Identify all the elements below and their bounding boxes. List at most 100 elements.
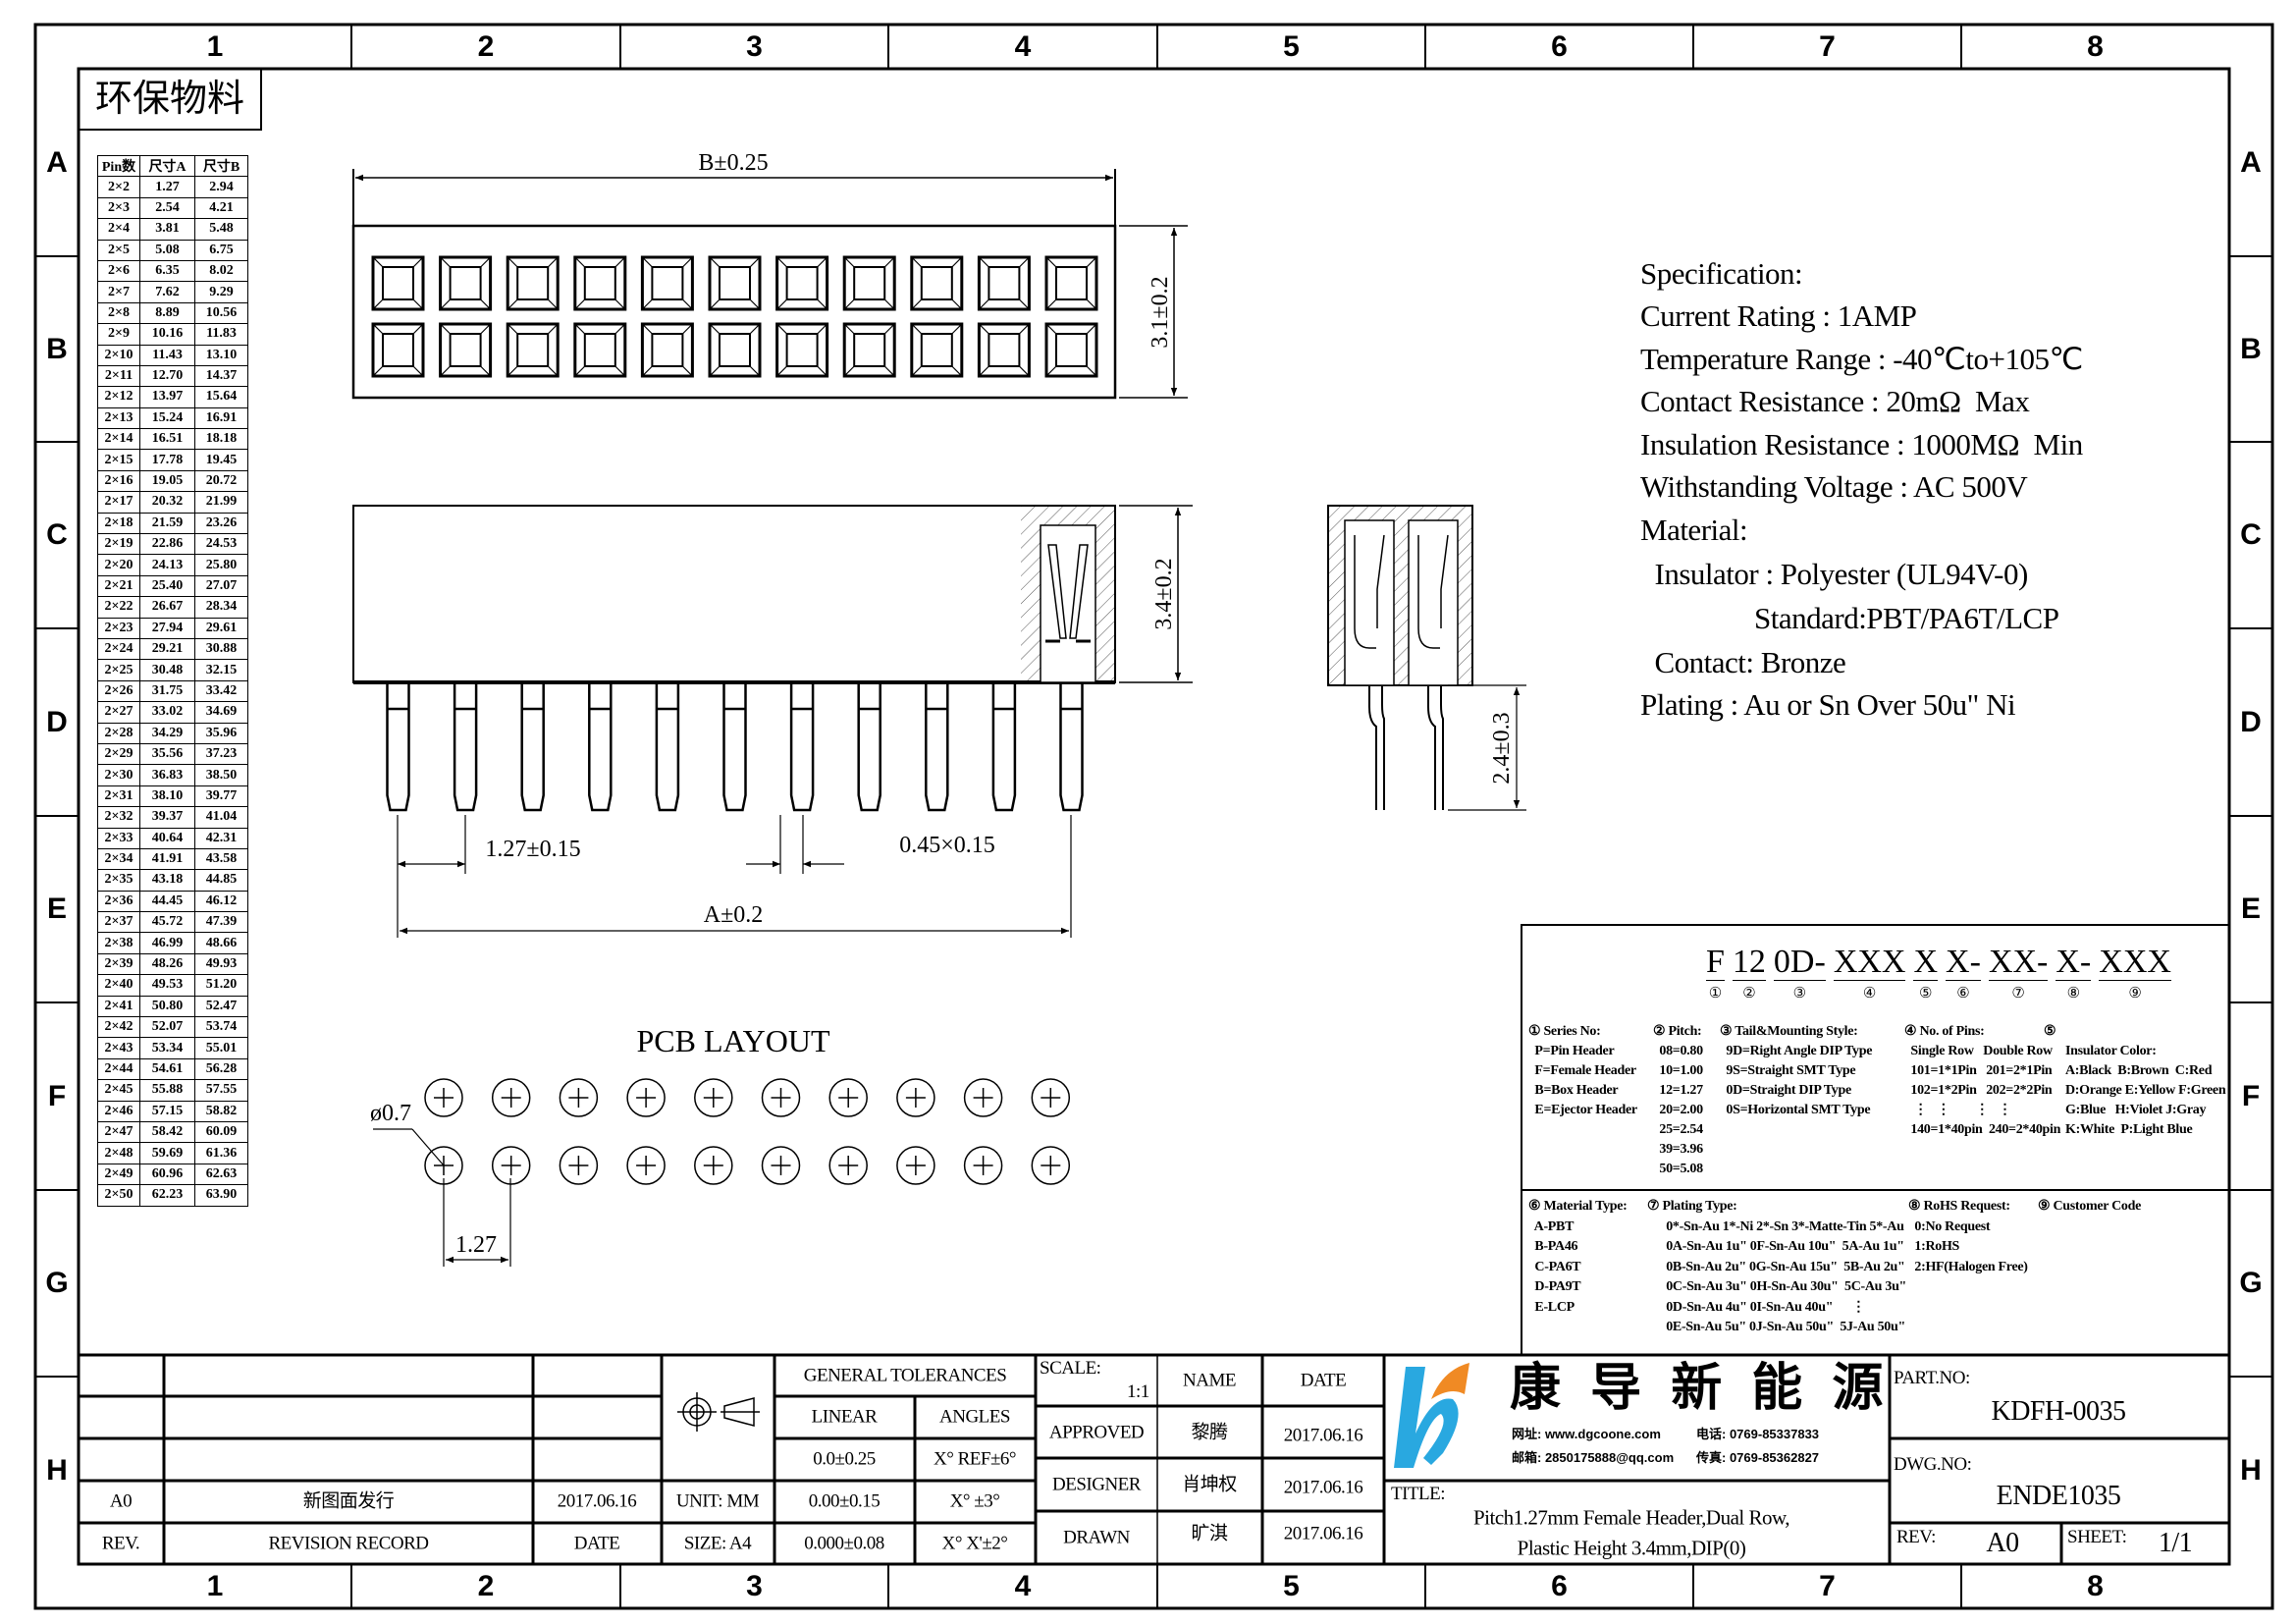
legend-line: Insulator Color: <box>2065 1044 2157 1058</box>
table-cell: 16.91 <box>194 406 248 430</box>
pcb-hole-label: ø0.7 <box>370 1101 411 1126</box>
table-cell: 2×26 <box>97 679 140 703</box>
part-code-index: ⑨ <box>2128 984 2142 1001</box>
table-cell: 57.55 <box>194 1079 248 1102</box>
frame-column-2-bottom: 2 <box>477 1570 495 1602</box>
table-cell: 2×12 <box>97 386 140 408</box>
frame-column-3: 3 <box>746 30 763 63</box>
table-cell: 2×13 <box>97 406 140 430</box>
legend-line: E-LCP <box>1528 1299 1575 1315</box>
legend-line: ⑥ Material Type: <box>1528 1199 1628 1214</box>
dim-a-label: A±0.2 <box>703 902 764 928</box>
legend-line: P=Pin Header <box>1528 1044 1615 1058</box>
legend-line: G:Blue H:Violet J:Gray <box>2065 1103 2207 1117</box>
table-cell: 21.59 <box>139 512 195 535</box>
frame-column-8: 8 <box>2087 30 2104 63</box>
revision-record: 新图面发行 <box>302 1490 395 1512</box>
table-cell: 2×44 <box>97 1057 140 1081</box>
frame-column-4-bottom: 4 <box>1014 1570 1032 1602</box>
pcb-hole <box>761 1146 801 1185</box>
table-cell: 2×7 <box>97 281 140 303</box>
table-cell: 39.37 <box>139 806 195 829</box>
table-cell: 2×33 <box>97 827 140 849</box>
part-code-segment: X-⑥ <box>1946 945 1981 1001</box>
frame-row-A: A <box>46 145 68 179</box>
company-logo-icon <box>1394 1363 1469 1468</box>
tolerances-title: GENERAL TOLERANCES <box>803 1365 1007 1386</box>
section-view <box>1327 505 1526 811</box>
table-cell: 2×31 <box>97 785 140 808</box>
part-code-index: ⑧ <box>2066 984 2081 1001</box>
table-cell: 2×48 <box>97 1142 140 1164</box>
table-cell: 55.88 <box>139 1079 195 1102</box>
company-email: 邮箱: 2850175888@qq.com <box>1512 1450 1675 1465</box>
scale-value: 1:1 <box>1127 1381 1149 1402</box>
table-cell: 2×21 <box>97 574 140 598</box>
part-code-text: X- <box>2056 944 2092 981</box>
table-cell: 2×50 <box>97 1184 140 1207</box>
dim-pitch-label: 1.27±0.15 <box>485 837 581 862</box>
company-fax: 传真: 0769-85362827 <box>1696 1450 1820 1465</box>
table-cell: 51.20 <box>194 974 248 997</box>
dim-pin-size-label: 0.45×0.15 <box>899 833 995 858</box>
part-code-text: XXX <box>1833 944 1906 981</box>
legend-line: 9S=Straight SMT Type <box>1720 1063 1856 1078</box>
unit-label: UNIT: MM <box>675 1490 760 1512</box>
pcb-hole <box>1031 1078 1071 1117</box>
legend-line: 0E-Sn-Au 5u" 0J-Sn-Au 50u" 5J-Au 50u" <box>1647 1320 1905 1334</box>
contact-hole <box>439 255 493 311</box>
tolerance-angle-2: X° ±3° <box>949 1490 1000 1512</box>
approved-date: 2017.06.16 <box>1283 1425 1363 1446</box>
tolerance-linear-1: 0.0±0.25 <box>813 1448 876 1470</box>
table-cell: 2×45 <box>97 1079 140 1102</box>
table-cell: 2×46 <box>97 1100 140 1122</box>
pcb-hole <box>694 1078 733 1117</box>
legend-line: 50=5.08 <box>1653 1162 1703 1176</box>
revision-rev-header: REV. <box>101 1533 140 1554</box>
title-line-2: Plastic Height 3.4mm,DIP(0) <box>1517 1536 1746 1560</box>
legend-line: E=Ejector Header <box>1528 1103 1637 1117</box>
part-no-value: KDFH-0035 <box>1991 1396 2126 1427</box>
contact-hole <box>910 255 964 311</box>
contact-hole <box>1044 322 1098 378</box>
table-cell: 53.34 <box>139 1037 195 1059</box>
table-cell: 11.43 <box>139 344 195 366</box>
table-cell: 10.56 <box>194 301 248 325</box>
table-cell: 2.94 <box>194 176 248 198</box>
size-label: SIZE: A4 <box>683 1533 752 1554</box>
table-cell: 52.07 <box>139 1016 195 1039</box>
contact-hole <box>708 255 762 311</box>
table-cell: 34.69 <box>194 701 248 724</box>
frame-column-8-bottom: 8 <box>2087 1570 2104 1602</box>
table-cell: 8.89 <box>139 301 195 325</box>
part-code-text: 12 <box>1732 944 1766 981</box>
table-cell: 41.91 <box>139 847 195 871</box>
table-cell: 2×15 <box>97 449 140 471</box>
part-code-text: X <box>1913 944 1939 981</box>
contact-hole <box>573 255 627 311</box>
table-cell: 39.77 <box>194 785 248 808</box>
legend-line: 12=1.27 <box>1653 1083 1703 1098</box>
table-cell: 15.64 <box>194 386 248 408</box>
legend-line: 101=1*1Pin 201=2*1Pin <box>1904 1063 2053 1078</box>
part-code-index: ④ <box>1862 984 1877 1001</box>
table-cell: 38.10 <box>139 785 195 808</box>
table-cell: 50.80 <box>139 995 195 1018</box>
table-cell: 28.34 <box>194 596 248 619</box>
tolerances-angles-header: ANGLES <box>939 1406 1010 1428</box>
